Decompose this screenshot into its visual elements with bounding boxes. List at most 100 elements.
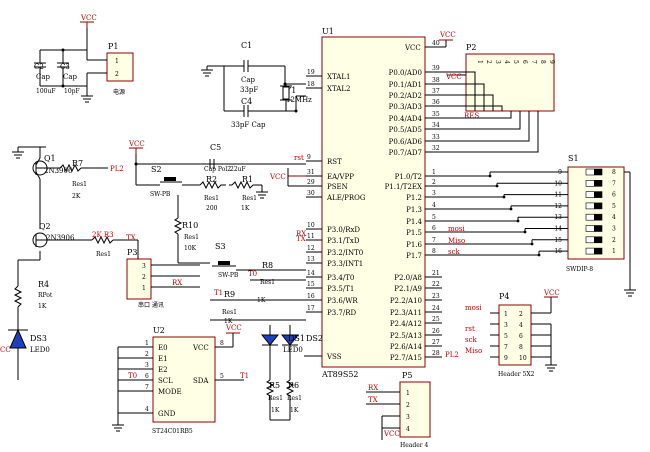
u1-pin-name-3: P1.2 [406,194,422,202]
p1-body [106,52,134,82]
rx-u1: RX [296,230,306,238]
tx-u1: TX [296,235,306,243]
c3-val: Cap [63,73,78,81]
u1-pin-name-15: P3.5/T1 [327,285,354,293]
u2-ref: U2 [153,326,165,335]
p4-left-pin-9: 9 [504,355,508,362]
u1-pin-num-39: 39 [432,65,440,72]
u1-pin-name-37: P0.2/AD2 [389,92,422,100]
r7-val: 2K [72,193,81,200]
u1-pin-name-12: P3.2/INT0 [327,249,363,257]
p5-pin4: 4 [406,426,410,433]
r5-type: Res1 [268,395,283,402]
c2-val2: 100uF [36,88,55,95]
t1-net: T1 [214,289,223,297]
c1-ref: C1 [241,41,252,50]
s1-right-pin-5: 5 [612,203,616,210]
q2-part: 2N3906 [46,234,75,242]
s1-switch-knob-3 [594,202,602,209]
s1-switch-knob-4 [594,214,602,221]
s2-part: SW-PB [150,191,171,198]
s1-right-pin-4: 4 [612,214,616,221]
r10-ref: R10 [182,221,198,230]
u1-pin-name-18: XTAL2 [327,85,350,93]
r4-val: 1K [38,303,47,310]
p3-pin2: 2 [142,274,146,281]
u1-pin-name-23: P2.2/A10 [390,297,422,305]
u1-pin-name-2: P1.1/T2EX [385,183,422,191]
s3-part: SW-PB [218,272,239,279]
led-part: LED0 [283,346,303,354]
p4-vcc: VCC [543,289,560,297]
s1-switch-knob-2 [594,191,602,198]
p4-left-pin-1: 1 [504,311,508,318]
u1-pin-num-17: 17 [307,305,315,312]
u2-e1: E1 [158,355,168,363]
c5-val2: 22uF [230,166,246,173]
rst-vcc: VCC [128,140,145,148]
u1-right-pins: VCC4039P0.0/AD038P0.1/AD137P0.2/AD236P0.… [385,40,442,362]
u1-pin-num-35: 35 [432,111,440,118]
r8-type: Res1 [260,279,275,286]
y1-ref: Y1 [285,86,296,95]
q1-part: 2N3906 [44,167,73,175]
p4-ref: P4 [499,292,509,301]
u2-pnum6: 6 [145,373,149,380]
c3-ref: C3 [60,63,70,71]
u1-pin-name-32: P0.7/AD7 [389,149,422,157]
p1-junction-5 [523,230,527,234]
u1-pin-num-34: 34 [432,122,440,129]
p0-wire-3 [442,105,503,111]
s1-switch-knob-5 [594,225,602,232]
res-label: RES [464,112,479,120]
u2-e2: E2 [158,366,168,374]
u1-pin-name-6: P1.5 [406,229,422,237]
c2-ref: C2 [34,63,44,71]
u1-pin-num-40: 40 [432,40,440,47]
u1-pin-name-31: EA/VPP [327,173,354,181]
rst-net: rst [294,154,304,162]
u1-pin-name-13: P3.3/INT1 [327,260,363,268]
s1-right-pin-7: 7 [612,180,616,187]
u1-pin-num-25: 25 [432,316,440,323]
t0-net: T0 [248,270,257,278]
r7-ref: R7 [72,159,83,168]
u2-sda: SDA [193,377,209,385]
u2-pnum4: 4 [145,406,149,413]
u1-ref: U1 [322,27,334,36]
u1-pin-name-34: P0.5/AD5 [389,126,422,134]
r1-type: Res1 [242,195,257,202]
u1-pin-num-15: 15 [307,281,315,288]
u2-pnum1: 1 [145,340,149,347]
p1-pin1: 1 [115,58,119,65]
r4-ref: R4 [38,280,49,289]
p5-vcc: VCC [383,430,400,438]
r3-type: Res1 [96,251,111,258]
p1-junction-7 [537,253,541,257]
u1-pin-num-23: 23 [432,293,440,300]
u2-pnum5: 5 [220,373,224,380]
u1-part: AT89S52 [321,370,359,379]
p1-junction-1 [495,184,499,188]
u2-mode: MODE [158,388,182,396]
r5-val: 1K [271,407,280,414]
p3-pin1: 1 [142,285,146,292]
p1-pin2: 2 [115,71,119,78]
s3-ref: S3 [215,242,226,251]
u1-left-pins: 19XTAL118XTAL29RST31EA/VPP29PSEN30ALE/PR… [306,69,366,317]
r7-type: Res1 [72,181,87,188]
p4-left-pin-3: 3 [504,322,508,329]
u1-pin-name-7: P1.6 [406,241,422,249]
p5-tx: TX [368,396,378,404]
p3-caption: 串口 通讯 [138,301,164,309]
s1-right-pin-2: 2 [612,237,616,244]
p2-pin-2: 2 [485,60,492,64]
p1-junction-2 [502,195,506,199]
p5-pin1: 1 [406,390,410,397]
u1-pin-num-13: 13 [307,256,315,263]
u2-scl: SCL [158,377,173,385]
p2-ref: P2 [466,43,476,52]
p1-junction-4 [516,219,520,223]
